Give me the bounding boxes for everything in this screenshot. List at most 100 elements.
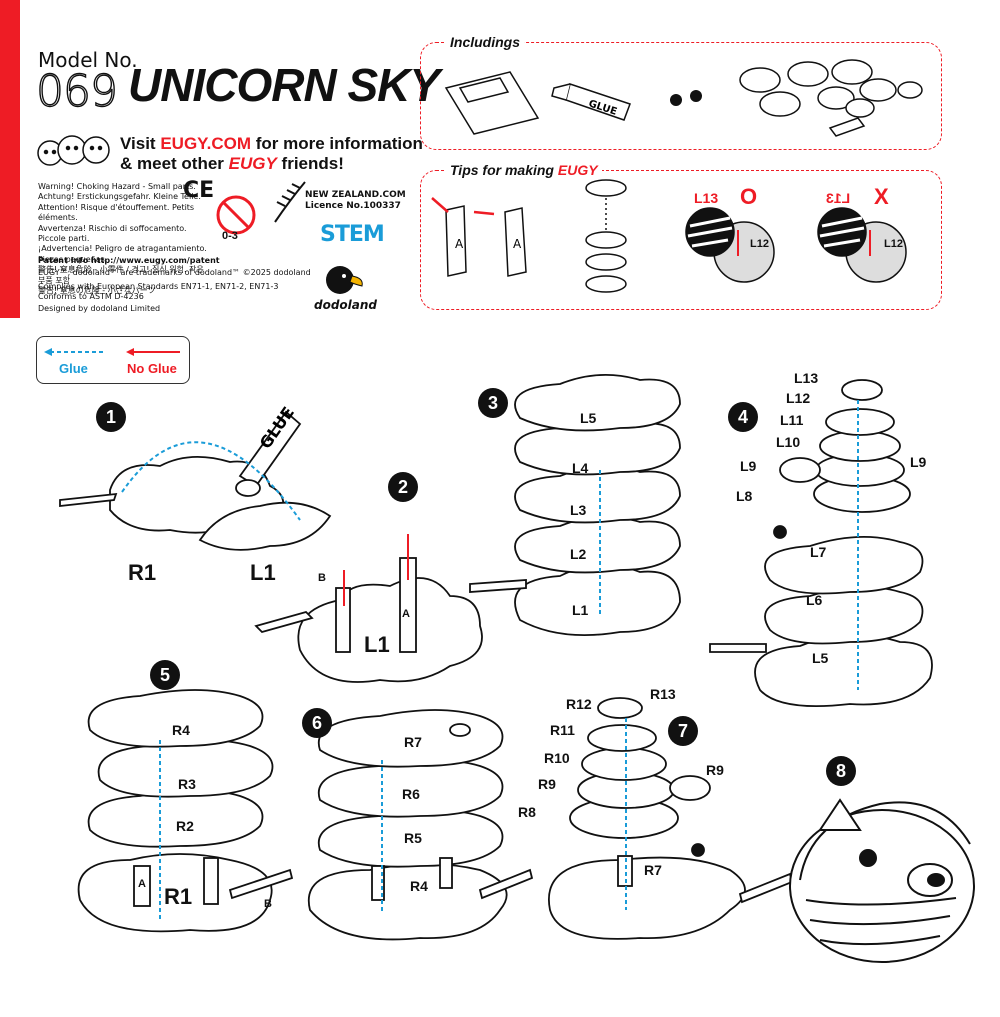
step3-label-l5: L5 bbox=[580, 410, 597, 426]
step5-label-r1: R1 bbox=[164, 884, 193, 909]
step2-label-a: A bbox=[402, 608, 410, 620]
step7-label-r13: R13 bbox=[650, 686, 676, 702]
tip-l13-bad: L13 bbox=[826, 190, 851, 206]
model-label: Model No. bbox=[38, 48, 138, 72]
tip-l13-ok: L13 bbox=[694, 190, 719, 206]
dodoland-logo-text: dodoland bbox=[314, 298, 378, 312]
warning-it: Avvertenza! Rischio di soffocamento. Pic… bbox=[38, 223, 187, 244]
eugy-brand-logo: EUGY bbox=[228, 154, 277, 173]
glue-tube-icon bbox=[551, 83, 631, 121]
step5-label-b: B bbox=[264, 898, 272, 910]
trademark-note: EUGY™, dodoland™ are trademarks of dodol… bbox=[38, 268, 311, 277]
step3-drawing bbox=[469, 373, 681, 636]
eye-beads-icon bbox=[670, 90, 702, 106]
patent-info: Patent Info http://www.eugy.com/patent bbox=[38, 256, 220, 265]
step-3-number: 3 bbox=[478, 388, 508, 418]
step3-label-l3: L3 bbox=[570, 502, 587, 518]
tip-ok-mark: O bbox=[740, 184, 758, 209]
step-6-number: 6 bbox=[302, 708, 332, 738]
warning-de: Achtung! Erstickungsgefahr. Kleine Teile… bbox=[38, 192, 201, 202]
fern-icon bbox=[274, 181, 306, 223]
age-badge-label: 0-3 bbox=[222, 230, 238, 242]
step1-label-l1: L1 bbox=[250, 560, 276, 585]
step4-label-l10: L10 bbox=[776, 434, 801, 450]
step4-label-l8: L8 bbox=[736, 488, 753, 504]
step7-label-r12: R12 bbox=[566, 696, 592, 712]
step4-drawing bbox=[709, 379, 933, 707]
standards-note: Complies with European Standards EN71-1,… bbox=[38, 282, 279, 291]
nz-line2: Licence No.100337 bbox=[305, 201, 401, 211]
step5-label-r4: R4 bbox=[172, 722, 190, 738]
step5-label-r3: R3 bbox=[178, 776, 196, 792]
includings-title: Includings bbox=[446, 34, 524, 50]
step7-drawing bbox=[548, 697, 794, 940]
tips-title-prefix: Tips for making bbox=[450, 162, 558, 178]
step1-glue-arrow bbox=[121, 441, 301, 521]
step6-label-r6: R6 bbox=[402, 786, 420, 802]
visit-text: Visit EUGY.COM for more information & me… bbox=[120, 134, 423, 174]
tip-wrong-orientation bbox=[817, 207, 907, 283]
step7-label-r9-left: R9 bbox=[538, 776, 556, 792]
step5-label-a: A bbox=[138, 878, 146, 890]
tips-title: Tips for making EUGY bbox=[446, 162, 602, 178]
tip-correct-orientation bbox=[685, 207, 775, 283]
warning-es: ¡Advertencia! Peligro de atragantamiento… bbox=[38, 244, 207, 264]
step7-label-r9-right: R9 bbox=[706, 762, 724, 778]
tip-card-letter-2: A bbox=[513, 237, 522, 251]
visit-suffix: for more information bbox=[251, 134, 423, 153]
step1-label-r1: R1 bbox=[128, 560, 157, 585]
designed-by: Designed by dodoland Limited bbox=[38, 304, 161, 313]
legend-glue-label: Glue bbox=[59, 361, 88, 376]
step6-label-r7: R7 bbox=[404, 734, 422, 750]
step4-label-l13: L13 bbox=[794, 370, 819, 386]
step7-label-r7: R7 bbox=[644, 862, 662, 878]
eugy-faces-icon bbox=[37, 135, 110, 166]
step6-label-r4: R4 bbox=[410, 878, 428, 894]
step3-label-l2: L2 bbox=[570, 546, 587, 562]
tip-card-slide bbox=[431, 197, 527, 277]
model-number: 069 bbox=[35, 65, 118, 117]
warning-ja: 警告! 窒息の危険 - 小さなパーツ bbox=[38, 286, 156, 296]
glue-legend: Glue No Glue bbox=[36, 336, 190, 384]
age-warning-icon bbox=[216, 195, 256, 235]
step7-label-r11: R11 bbox=[550, 722, 575, 738]
step4-label-l9-right: L9 bbox=[910, 454, 927, 470]
tip-l12-ok: L12 bbox=[750, 238, 769, 250]
step7-label-r10: R10 bbox=[544, 750, 570, 766]
warning-zh-ko: 警告! 窒息危险 - 小零件 / 경고! 질식 위험. 작은 부품 포함 bbox=[38, 265, 204, 285]
step-2-number: 2 bbox=[388, 472, 418, 502]
step5-drawing bbox=[77, 689, 294, 933]
step4-label-l7: L7 bbox=[810, 544, 827, 560]
manual-booklet-icon bbox=[444, 71, 540, 135]
step2-label-b: B bbox=[318, 572, 326, 584]
ce-mark: CE bbox=[183, 178, 215, 203]
dodo-icon bbox=[326, 266, 363, 294]
step-5-number: 5 bbox=[150, 660, 180, 690]
red-side-bar bbox=[0, 0, 20, 318]
step4-label-l6: L6 bbox=[806, 592, 823, 608]
visit-site-link[interactable]: EUGY.COM bbox=[160, 134, 252, 153]
step4-label-l11: L11 bbox=[780, 412, 804, 428]
step2-label-l1: L1 bbox=[364, 632, 390, 657]
step3-label-l1: L1 bbox=[572, 602, 589, 618]
step1-drawing bbox=[59, 410, 332, 551]
finished-unicorn-illustration bbox=[789, 798, 975, 963]
warning-fr: Attention! Risque d'étouffement. Petits … bbox=[38, 202, 195, 223]
step3-label-l4: L4 bbox=[572, 460, 589, 476]
astm-note: Conforms to ASTM D-4236 bbox=[38, 292, 144, 301]
visit-line2-suffix: friends! bbox=[276, 154, 344, 173]
step4-label-l5: L5 bbox=[812, 650, 829, 666]
stem-badge: STEM bbox=[320, 222, 385, 247]
tip-card-letter-1: A bbox=[455, 237, 464, 251]
step-7-number: 7 bbox=[668, 716, 698, 746]
step5-label-r2: R2 bbox=[176, 818, 194, 834]
tips-title-brand: EUGY bbox=[557, 162, 598, 178]
legend-no-glue-label: No Glue bbox=[127, 361, 177, 376]
nz-licence: NEW ZEALAND.COM Licence No.100337 bbox=[305, 190, 406, 212]
step4-label-l12: L12 bbox=[786, 390, 811, 406]
visit-prefix: Visit bbox=[120, 134, 161, 153]
warning-list: Warning! Choking Hazard - Small parts. A… bbox=[38, 182, 208, 296]
visit-line2-prefix: & meet other bbox=[120, 154, 229, 173]
tip-bad-mark: X bbox=[874, 184, 889, 209]
